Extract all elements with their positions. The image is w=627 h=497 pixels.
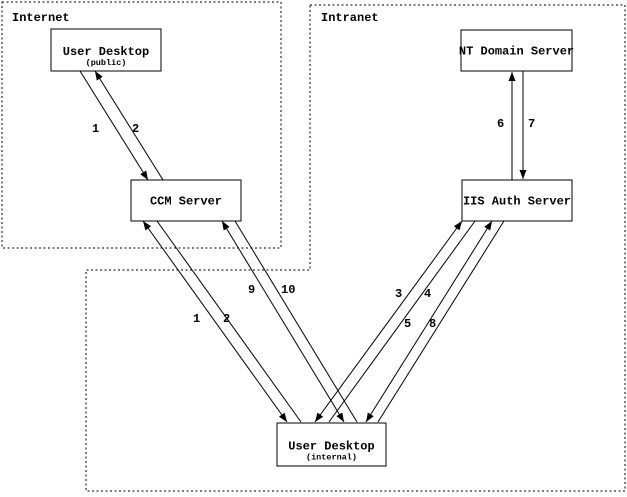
edge-5-label: 5 <box>404 317 411 331</box>
edge-5-arrowhead-icon <box>366 412 374 422</box>
edge-8-label: 8 <box>429 317 436 331</box>
zone-intranet-outline <box>85 4 626 492</box>
edge-3-arrowhead-icon <box>453 221 462 231</box>
edge-8-line <box>377 220 505 423</box>
node-iis-auth-server: IIS Auth Server <box>461 179 573 222</box>
edge-7-arrowhead-icon <box>519 170 527 179</box>
edge-3-label: 3 <box>395 287 402 301</box>
zone-internet-outline <box>1 1 282 249</box>
node-user-desktop-public-label: User Desktop <box>63 45 149 59</box>
edge-2-top-label: 2 <box>132 122 139 136</box>
edge-1-bottom-arrowhead-icon <box>278 412 287 422</box>
edge-1-bottom-arrowhead-icon <box>143 221 152 231</box>
edge-10-label: 10 <box>281 283 295 297</box>
edge-1-top-label: 1 <box>92 122 99 136</box>
edge-1-bottom-label: 1 <box>193 312 200 326</box>
edge-1-bottom-line <box>142 220 288 423</box>
edge-2-top-arrowhead-icon <box>95 71 103 81</box>
edge-4-label: 4 <box>424 287 431 301</box>
edge-9-line <box>221 220 345 423</box>
node-ccm-server: CCM Server <box>130 179 242 222</box>
zone-internet-label: Internet <box>12 11 70 25</box>
node-user-desktop-public-sublabel: (public) <box>86 58 127 68</box>
edge-2-bottom-label: 2 <box>223 312 230 326</box>
node-nt-domain-server-box <box>460 29 573 72</box>
node-ccm-server-label: CCM Server <box>150 195 222 209</box>
edge-2-top-line <box>94 70 164 181</box>
node-user-desktop-internal-box <box>276 422 387 467</box>
node-user-desktop-public-box <box>50 28 162 72</box>
node-user-desktop-internal: User Desktop(internal) <box>276 422 387 467</box>
node-nt-domain-server-label: NT Domain Server <box>459 45 574 59</box>
edge-10-line <box>234 220 358 423</box>
edge-3-arrowhead-icon <box>315 412 324 422</box>
zone-intranet-label: Intranet <box>321 11 379 25</box>
edge-4-line <box>328 220 476 423</box>
edge-7-label: 7 <box>528 117 535 131</box>
node-iis-auth-server-label: IIS Auth Server <box>463 195 571 209</box>
edge-6-arrowhead-icon <box>508 72 516 81</box>
edge-1-top-line <box>79 70 149 181</box>
edge-5-arrowhead-icon <box>484 221 492 231</box>
edge-3-line <box>314 220 463 423</box>
node-user-desktop-public: User Desktop(public) <box>50 28 162 72</box>
edge-6-label: 6 <box>497 117 504 131</box>
node-nt-domain-server: NT Domain Server <box>459 29 574 72</box>
edge-5-line <box>365 220 493 423</box>
edge-1-top-arrowhead-icon <box>140 170 148 180</box>
edge-9-label: 9 <box>248 283 255 297</box>
edge-9-arrowhead-icon <box>222 221 230 231</box>
node-user-desktop-internal-sublabel: (internal) <box>306 453 357 463</box>
node-user-desktop-internal-label: User Desktop <box>288 440 374 454</box>
edge-2-bottom-line <box>156 220 302 423</box>
node-iis-auth-server-box <box>461 179 573 222</box>
node-ccm-server-box <box>130 179 242 222</box>
edge-9-arrowhead-icon <box>336 412 344 422</box>
